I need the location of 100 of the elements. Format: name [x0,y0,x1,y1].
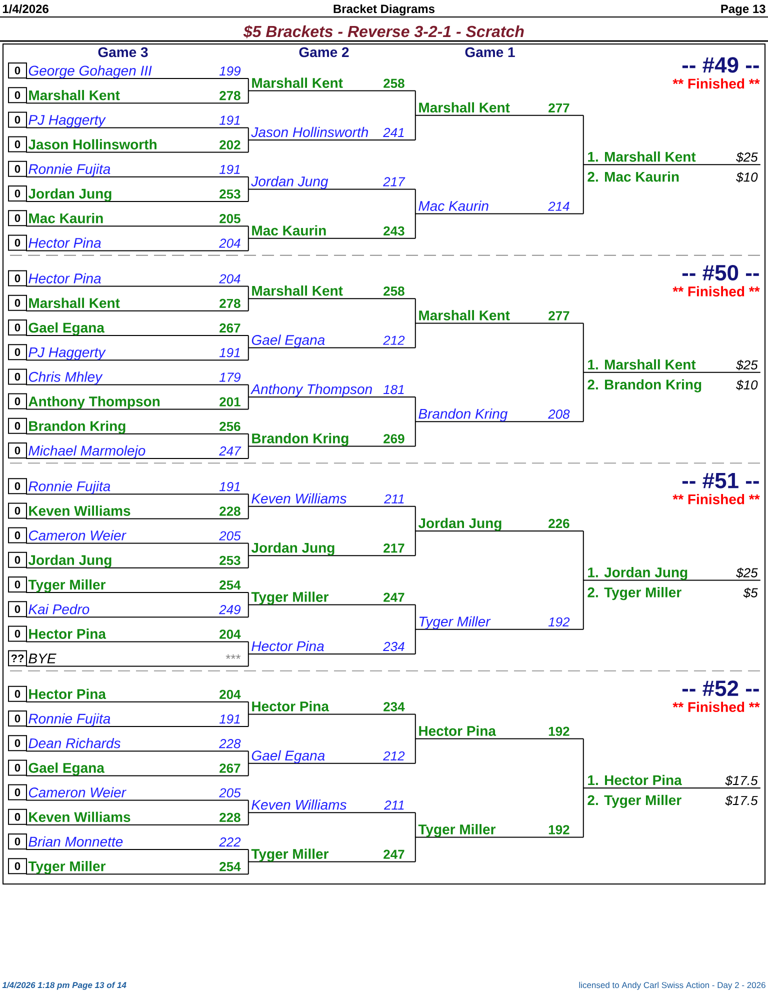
seed-box: 0 [8,502,27,519]
player-name: Mac Kaurin [29,212,103,224]
status-text: ** Finished ** [672,494,760,504]
score: 253 [220,556,240,566]
player-name: Anthony Thompson [250,384,372,397]
score: 241 [383,128,404,137]
bracket-line [248,188,249,202]
player-name: Gael Egana [28,762,105,776]
score: 201 [220,397,240,406]
date-text: 1/4/2026 [2,4,48,14]
seed-box: 0 [8,344,27,360]
bracket-line [248,849,249,862]
score: 249 [219,605,241,614]
prize-amount: $17.5 [725,795,758,806]
seed-box: 0 [8,270,27,286]
player-name: Anthony Thompson [28,396,160,410]
player-name: Hector Pina [29,688,106,700]
score: 258 [384,286,404,296]
bracket-line [248,641,249,654]
header-text: Bracket Diagrams [334,4,434,16]
score: 267 [220,323,240,333]
bracket-line [248,384,249,398]
score: 217 [383,177,406,186]
bracket-line [248,286,249,300]
bracket-line [248,335,249,348]
bracket-line [582,372,584,422]
score: 192 [548,726,570,736]
player-name: Jordan Jung [418,518,502,531]
seed-box: 0 [8,294,27,311]
score: 277 [548,103,570,112]
seed-box: 0 [8,442,27,458]
bracket-number: -- #51 -- [682,472,759,488]
player-name: Kai Pedro [28,604,90,614]
player-name: Marshall Kent [252,285,343,296]
bracket-line [414,738,416,764]
bracket-line [414,213,416,239]
prize-amount: $10 [736,380,758,390]
bracket-line [248,140,249,153]
column-heading: Game 2 [299,47,349,58]
place-name: 1. Marshall Kent [588,151,696,162]
player-name: Tyger Miller [28,860,106,874]
score: 205 [220,214,240,224]
bracket-line [582,738,584,788]
player-name: Hector Pina [29,628,106,639]
player-name: Marshall Kent [419,102,510,113]
bracket-line [414,604,416,630]
player-name: Mac Kaurin [418,200,488,211]
player-name: Marshall Kent [29,90,120,100]
player-name: Jordan Jung [28,554,112,568]
bracket-line [248,90,249,104]
score: 214 [548,202,570,211]
bracket-number: -- #52 -- [682,680,759,696]
score: 211 [384,800,404,810]
bracket-line [414,506,416,532]
page-number: Page 13 [721,4,766,16]
seed-box: 0 [8,87,27,104]
bracket-line [248,542,249,556]
footer-text: licensed to Andy Carl Swiss Action - Day 2 - 2026 [579,982,766,990]
seed-box: 0 [8,160,27,177]
player-name: PJ Haggerty [28,347,106,360]
score: 228 [219,739,241,748]
seed-box: 0 [8,601,27,618]
player-name: Brandon Kring [252,433,348,446]
player-name: Keven Williams [252,493,346,504]
place-name: 2. Mac Kaurin [588,171,679,182]
player-name: Tyger Miller [419,616,491,630]
column-heading: Game 1 [465,47,515,58]
status-text: ** Finished ** [672,286,760,296]
prize-amount: $25 [736,152,758,162]
bracket-line [248,812,249,826]
player-name: BYE [28,654,56,664]
player-name: Hector Pina [252,640,324,652]
score: 192 [548,825,570,834]
seed-box: 0 [8,112,27,128]
player-name: Jordan Jung [28,188,112,202]
player-name: Brandon Kring [29,420,126,434]
bracket-line [248,494,249,507]
player-name: Hector Pina [28,238,101,248]
bracket-line [582,114,584,166]
prize-amount: $25 [736,360,758,370]
score: 228 [220,506,240,516]
seed-box: 0 [8,710,27,726]
footer-text: 1/4/2026 1:18 pm Page 13 of 14 [2,982,126,990]
score: 191 [219,116,240,125]
seed-box: 0 [8,418,27,434]
seed-box: 0 [8,62,27,78]
bracket-line [248,714,249,727]
score: 278 [220,91,240,100]
bracket-line [414,836,416,862]
player-name: Jordan Jung [251,542,334,556]
seed-box: 0 [8,760,27,776]
player-name: Marshall Kent [419,310,510,320]
bracket-line [248,506,249,520]
player-name: Marshall Kent [29,298,120,308]
score: 192 [548,617,570,627]
bracket-line [414,90,416,116]
score: 212 [383,751,405,760]
bracket-number: -- #49 -- [682,57,759,73]
player-name: Tyger Miller [418,824,496,838]
score: 202 [220,140,240,150]
